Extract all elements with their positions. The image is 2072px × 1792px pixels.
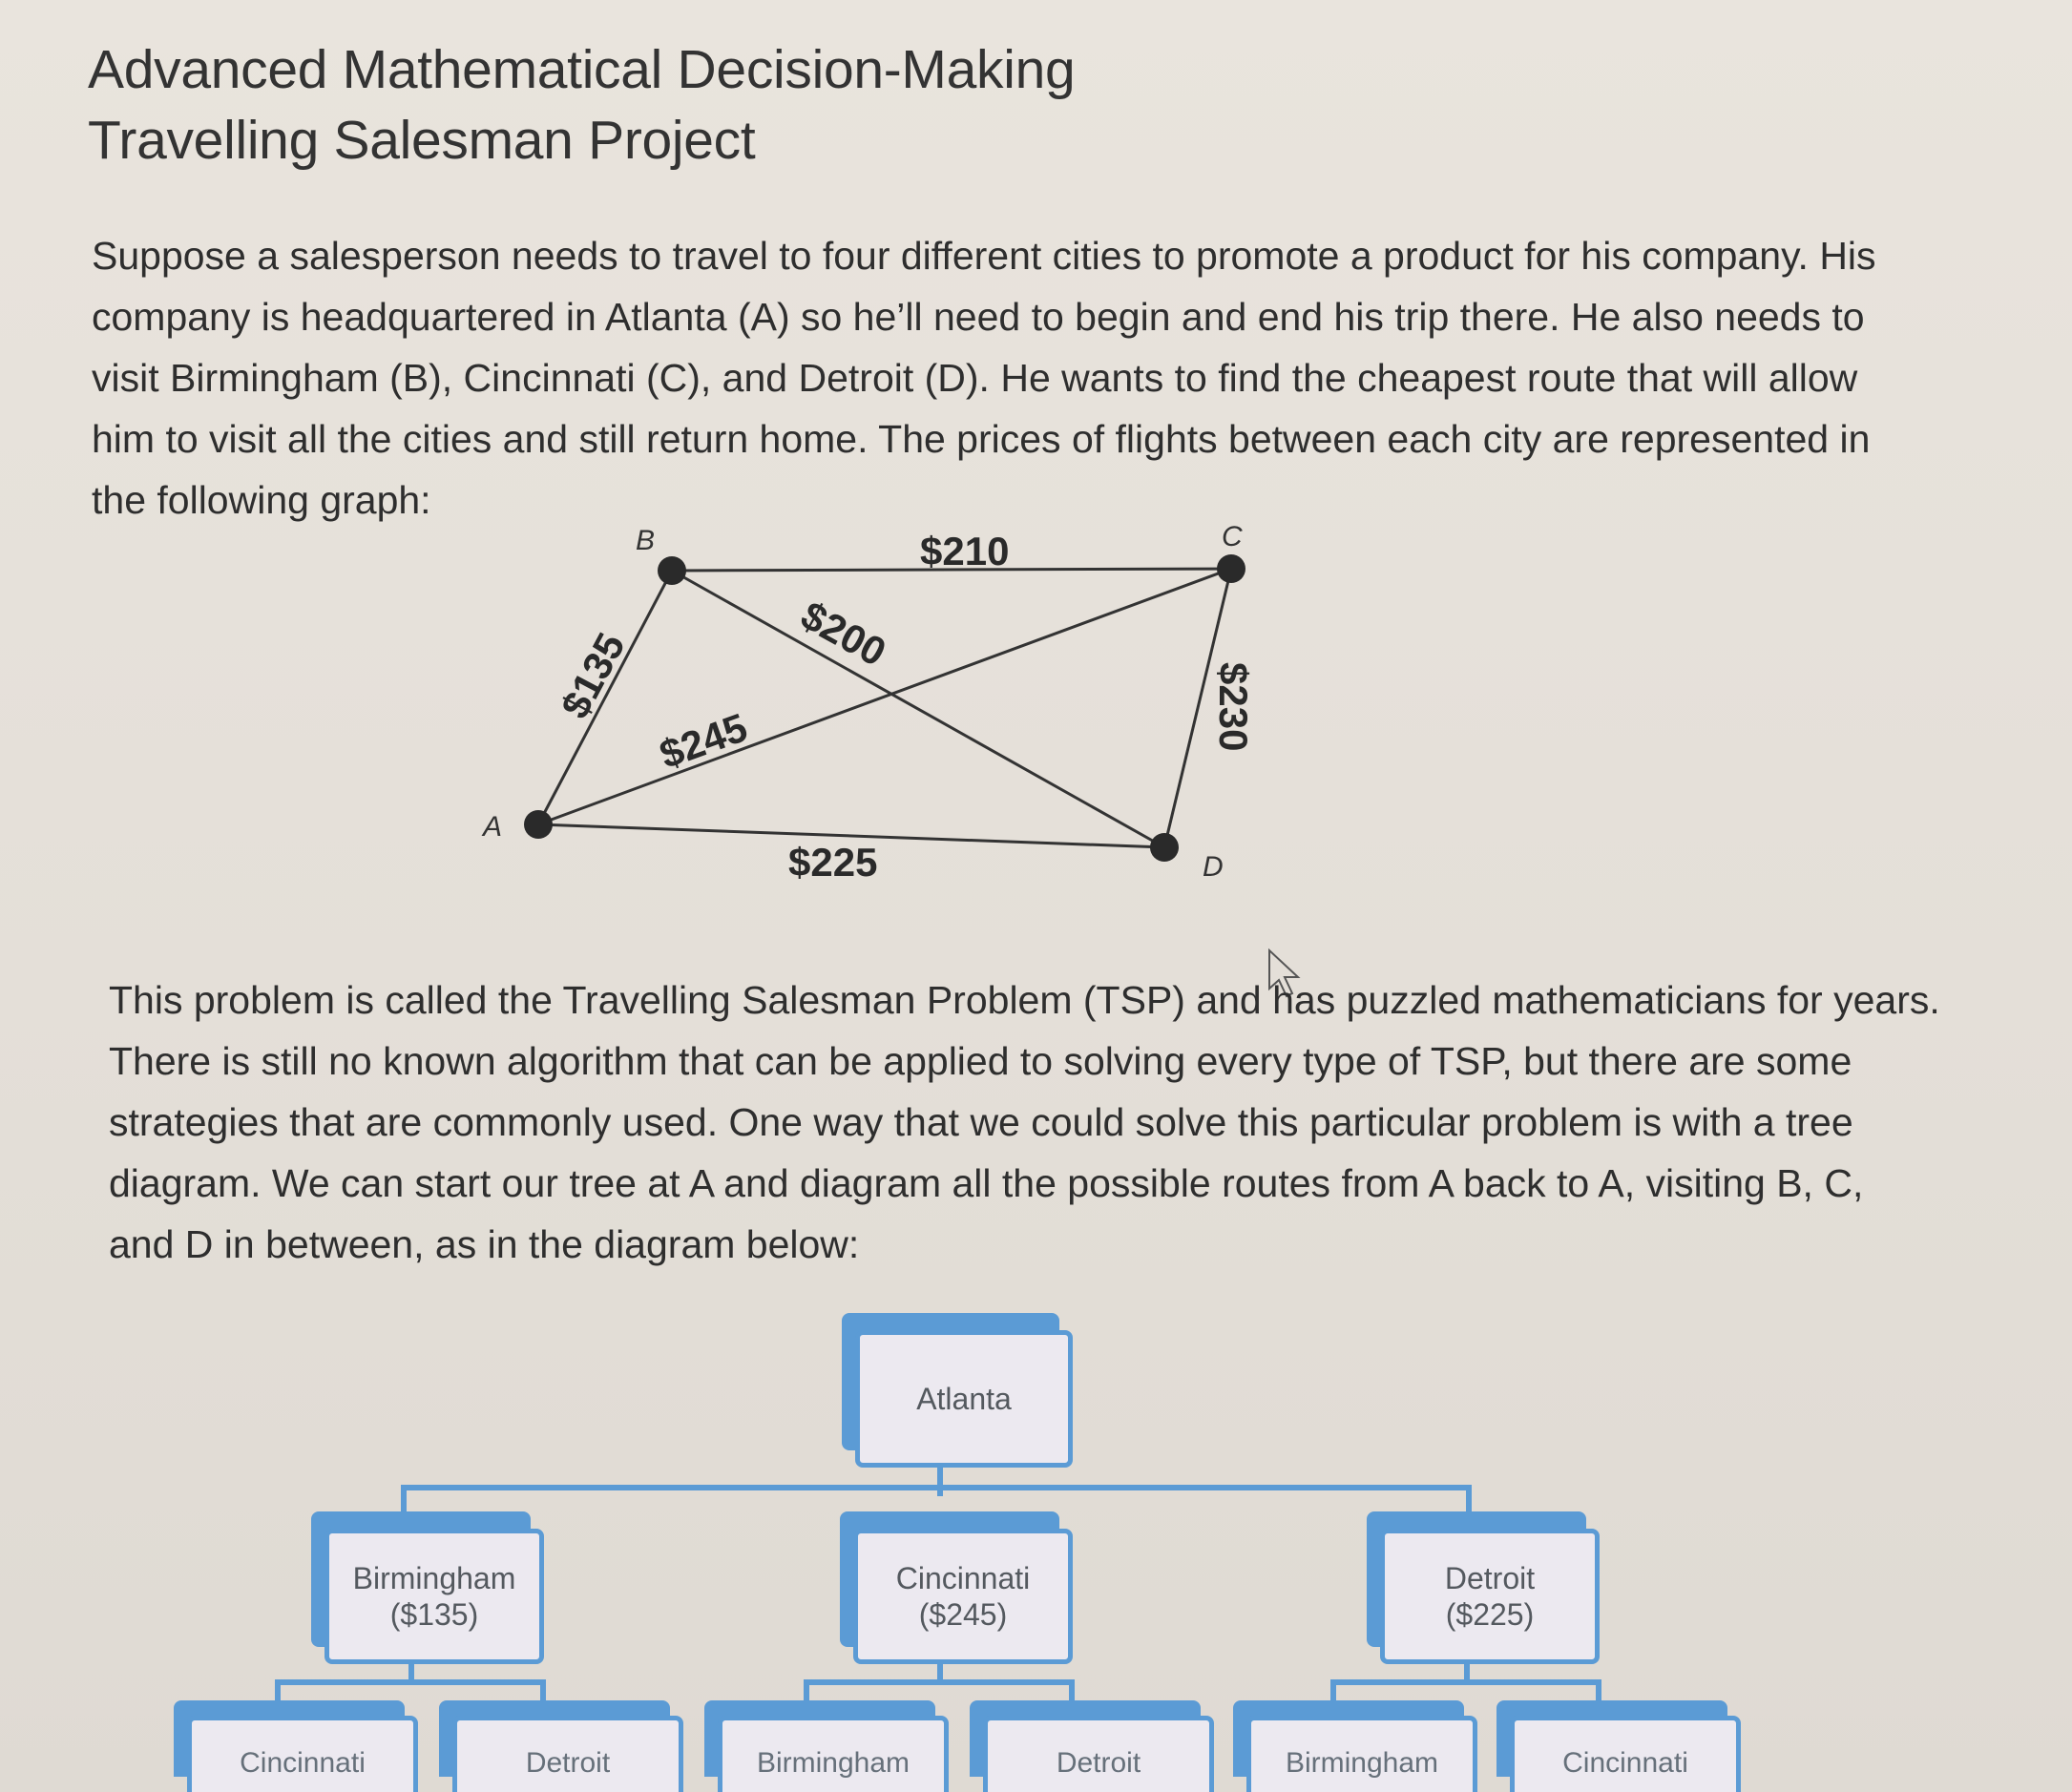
node-d-dot: [1150, 833, 1179, 862]
intro-line: the following graph:: [92, 478, 431, 522]
edge-ab-price: $135: [552, 626, 633, 726]
tree-connector: [1596, 1679, 1601, 1700]
node-a-dot: [524, 810, 553, 839]
explanation-line: This problem is called the Travelling Sa…: [109, 978, 1940, 1022]
node-b-label: B: [636, 525, 655, 556]
explanation-paragraph: This problem is called the Travelling Sa…: [109, 969, 2018, 1275]
tree-node-cost: ($225): [1445, 1597, 1535, 1632]
node-c-dot: [1217, 554, 1245, 583]
tree-connector: [1330, 1679, 1601, 1685]
edge-ac-price: $245: [654, 704, 753, 777]
tree-node-city: Detroit: [1444, 1561, 1536, 1595]
tree-leaf: Birmingham: [1246, 1716, 1477, 1792]
tree-connector: [937, 1664, 943, 1683]
intro-paragraph: Suppose a salesperson needs to travel to…: [92, 225, 2000, 531]
intro-line: company is headquartered in Atlanta (A) …: [92, 295, 1865, 339]
tree-node-cost: ($135): [389, 1597, 479, 1632]
tree-connector: [540, 1679, 546, 1700]
tree-node-city: Birmingham: [352, 1561, 516, 1595]
explanation-line: diagram. We can start our tree at A and …: [109, 1161, 1864, 1205]
tree-connector: [275, 1679, 281, 1700]
explanation-line: There is still no known algorithm that c…: [109, 1039, 1852, 1083]
tree-node-detroit: Detroit ($225): [1380, 1529, 1600, 1664]
tree-leaf: Detroit: [983, 1716, 1214, 1792]
tree-leaf: Detroit: [452, 1716, 683, 1792]
tree-leaf-label: Cincinnati: [1562, 1747, 1688, 1779]
tree-leaf: Cincinnati: [1510, 1716, 1741, 1792]
node-d-label: D: [1203, 851, 1224, 883]
tree-connector: [1330, 1679, 1336, 1700]
tree-node-city: Cincinnati: [895, 1561, 1031, 1595]
tree-leaf-label: Cincinnati: [240, 1747, 366, 1779]
tree-connector: [804, 1679, 1075, 1685]
edge-ac: [537, 567, 1232, 826]
node-b-dot: [658, 556, 686, 585]
document-title-line-2: Travelling Salesman Project: [88, 110, 756, 171]
edge-cd-price: $230: [1211, 662, 1256, 751]
edge-ad-price: $225: [788, 840, 877, 885]
intro-line: him to visit all the cities and still re…: [92, 417, 1871, 461]
edge-ab: [536, 570, 674, 825]
tree-connector: [937, 1468, 943, 1496]
node-a-label: A: [481, 811, 502, 843]
explanation-line: strategies that are commonly used. One w…: [109, 1100, 1853, 1144]
mouse-cursor-icon: [1268, 948, 1301, 998]
tree-leaf: Birmingham: [718, 1716, 949, 1792]
intro-line: visit Birmingham (B), Cincinnati (C), an…: [92, 356, 1858, 400]
tree-connector: [401, 1485, 1472, 1490]
tree-leaf: Cincinnati: [187, 1716, 418, 1792]
tree-leaf-label: Birmingham: [1285, 1747, 1439, 1779]
explanation-line: and D in between, as in the diagram belo…: [109, 1222, 860, 1266]
tree-connector: [408, 1664, 414, 1683]
tree-leaf-label: Detroit: [525, 1747, 611, 1779]
tree-node-birmingham: Birmingham ($135): [324, 1529, 544, 1664]
tree-leaf-label: Detroit: [1056, 1747, 1141, 1779]
tree-connector: [401, 1485, 407, 1511]
tree-leaf-label: Birmingham: [756, 1747, 910, 1779]
document-title-line-1: Advanced Mathematical Decision-Making: [88, 39, 1076, 100]
tree-root-label: Atlanta: [916, 1382, 1012, 1416]
tree-connector: [1466, 1485, 1472, 1511]
tree-root-node: Atlanta: [855, 1330, 1073, 1468]
edge-ad: [537, 823, 1165, 849]
tree-connector: [804, 1679, 809, 1700]
edge-bd-price: $200: [794, 593, 894, 675]
edge-bc: [671, 567, 1232, 573]
tree-node-cost: ($245): [918, 1597, 1008, 1632]
tree-connector: [1464, 1664, 1470, 1683]
tree-connector: [275, 1679, 546, 1685]
tree-connector: [1069, 1679, 1075, 1700]
edge-cd: [1162, 568, 1233, 848]
edge-bd: [671, 569, 1165, 849]
node-c-label: C: [1222, 521, 1243, 552]
tree-node-cincinnati: Cincinnati ($245): [853, 1529, 1073, 1664]
intro-line: Suppose a salesperson needs to travel to…: [92, 234, 1876, 278]
edge-bc-price: $210: [920, 529, 1009, 573]
